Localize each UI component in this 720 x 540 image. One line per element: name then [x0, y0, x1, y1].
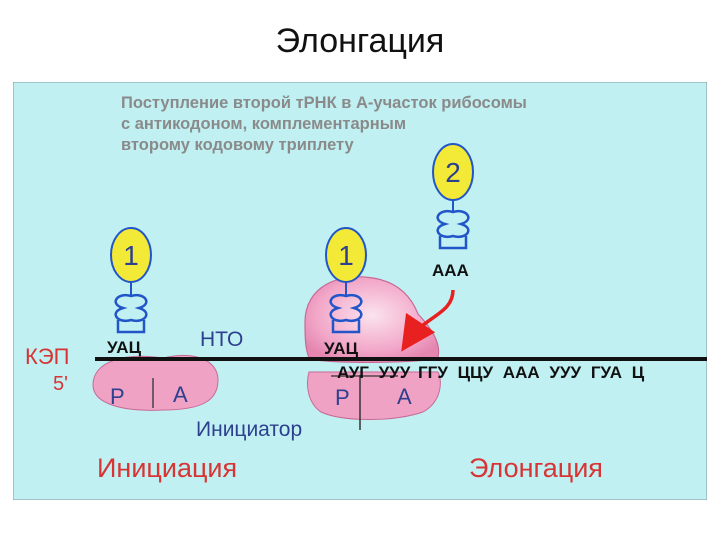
- codon-3: ГГУ: [418, 363, 448, 382]
- caption-line-2: с антикодоном, комплементарным: [121, 115, 406, 133]
- codon-5: ААА: [503, 363, 540, 382]
- incoming-arrow: [401, 289, 455, 352]
- trna-left-number: 1: [123, 240, 139, 271]
- ribosome-right-p-site: Р: [335, 385, 350, 410]
- trna-middle: [325, 227, 367, 334]
- trna-left-anticodon: УАЦ: [107, 338, 142, 357]
- caption-line-3: второму кодовому триплету: [121, 136, 355, 154]
- ribosome-right-a-site: А: [397, 384, 412, 409]
- codon-4: ЦЦУ: [458, 363, 494, 382]
- diagram-figure: Поступление второй тРНК в А-участок рибо…: [13, 82, 707, 500]
- cap-label: КЭП: [25, 344, 69, 369]
- trna-incoming-number: 2: [445, 157, 461, 188]
- codon-7: ГУА: [591, 363, 622, 382]
- initiator-label: Инициатор: [196, 418, 302, 441]
- slide-title: Элонгация: [275, 22, 445, 60]
- trna-incoming: [432, 143, 474, 250]
- ribosome-left-p-site: Р: [110, 384, 125, 409]
- trna-left: [110, 227, 152, 334]
- five-prime-label: 5': [53, 373, 68, 395]
- codon-2: УУУ: [379, 363, 411, 382]
- trna-middle-anticodon: УАЦ: [324, 339, 359, 358]
- stage-initiation: Инициация: [97, 453, 237, 483]
- stage-elongation: Элонгация: [469, 453, 603, 483]
- codon-8: Ц: [632, 363, 645, 382]
- caption-line-1: Поступление второй тРНК в А-участок рибо…: [121, 94, 527, 112]
- trna-middle-number: 1: [338, 240, 354, 271]
- codon-1: АУГ: [337, 363, 369, 382]
- mrna-codons: АУГ УУУ ГГУ ЦЦУ ААА УУУ ГУА Ц: [337, 363, 645, 382]
- trna-incoming-anticodon: ААА: [432, 261, 469, 280]
- nto-label: НТО: [200, 328, 243, 351]
- codon-6: УУУ: [549, 363, 581, 382]
- ribosome-left-a-site: А: [173, 382, 188, 407]
